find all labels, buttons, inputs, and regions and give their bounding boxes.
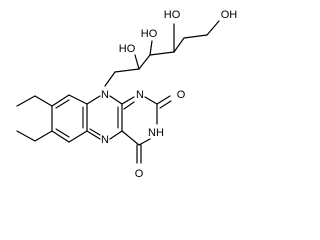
bond-inner <box>55 128 70 138</box>
molecule-structure: N N NH N O O HO HO HO OH <box>16 9 237 180</box>
atom-label-n5: N <box>101 134 109 146</box>
bond <box>51 130 70 143</box>
bond <box>68 130 88 143</box>
bond <box>109 95 123 105</box>
atom-label-oh-3p: HO <box>141 28 158 40</box>
bond <box>68 94 88 105</box>
bond <box>138 138 151 146</box>
bonds <box>16 20 220 164</box>
bond <box>156 95 171 105</box>
atom-label-o4: O <box>135 168 144 180</box>
bond-inner <box>159 100 172 109</box>
bond <box>183 34 208 39</box>
atom-label-oh-2p: HO <box>119 43 136 55</box>
atom-label-n3: NH <box>148 127 164 139</box>
bond <box>138 54 151 70</box>
bond <box>114 68 140 73</box>
bond-inner <box>123 101 135 110</box>
bond <box>109 130 123 140</box>
atom-label-oh-4p: HO <box>164 9 181 21</box>
bond <box>16 95 36 107</box>
bond-inner <box>55 99 70 109</box>
bond <box>34 95 53 107</box>
bond <box>86 95 101 105</box>
bond <box>149 51 175 56</box>
bond <box>104 71 116 87</box>
bond <box>134 54 140 70</box>
bond <box>16 130 36 142</box>
bond <box>34 130 53 142</box>
bond <box>144 96 158 105</box>
bond <box>121 96 135 105</box>
bond <box>121 130 140 146</box>
atom-label-n10: N <box>101 89 109 101</box>
atom-label-o2: O <box>177 89 186 101</box>
bond-inner <box>89 128 101 136</box>
bond <box>206 20 220 36</box>
atom-label-oh-5p: OH <box>221 9 238 21</box>
bond <box>51 94 70 107</box>
atom-label-n1: N <box>136 89 144 101</box>
atom-labels: N N NH N O O HO HO HO OH <box>101 9 237 180</box>
bond <box>173 37 185 53</box>
bond <box>86 130 101 140</box>
bond <box>149 40 153 56</box>
